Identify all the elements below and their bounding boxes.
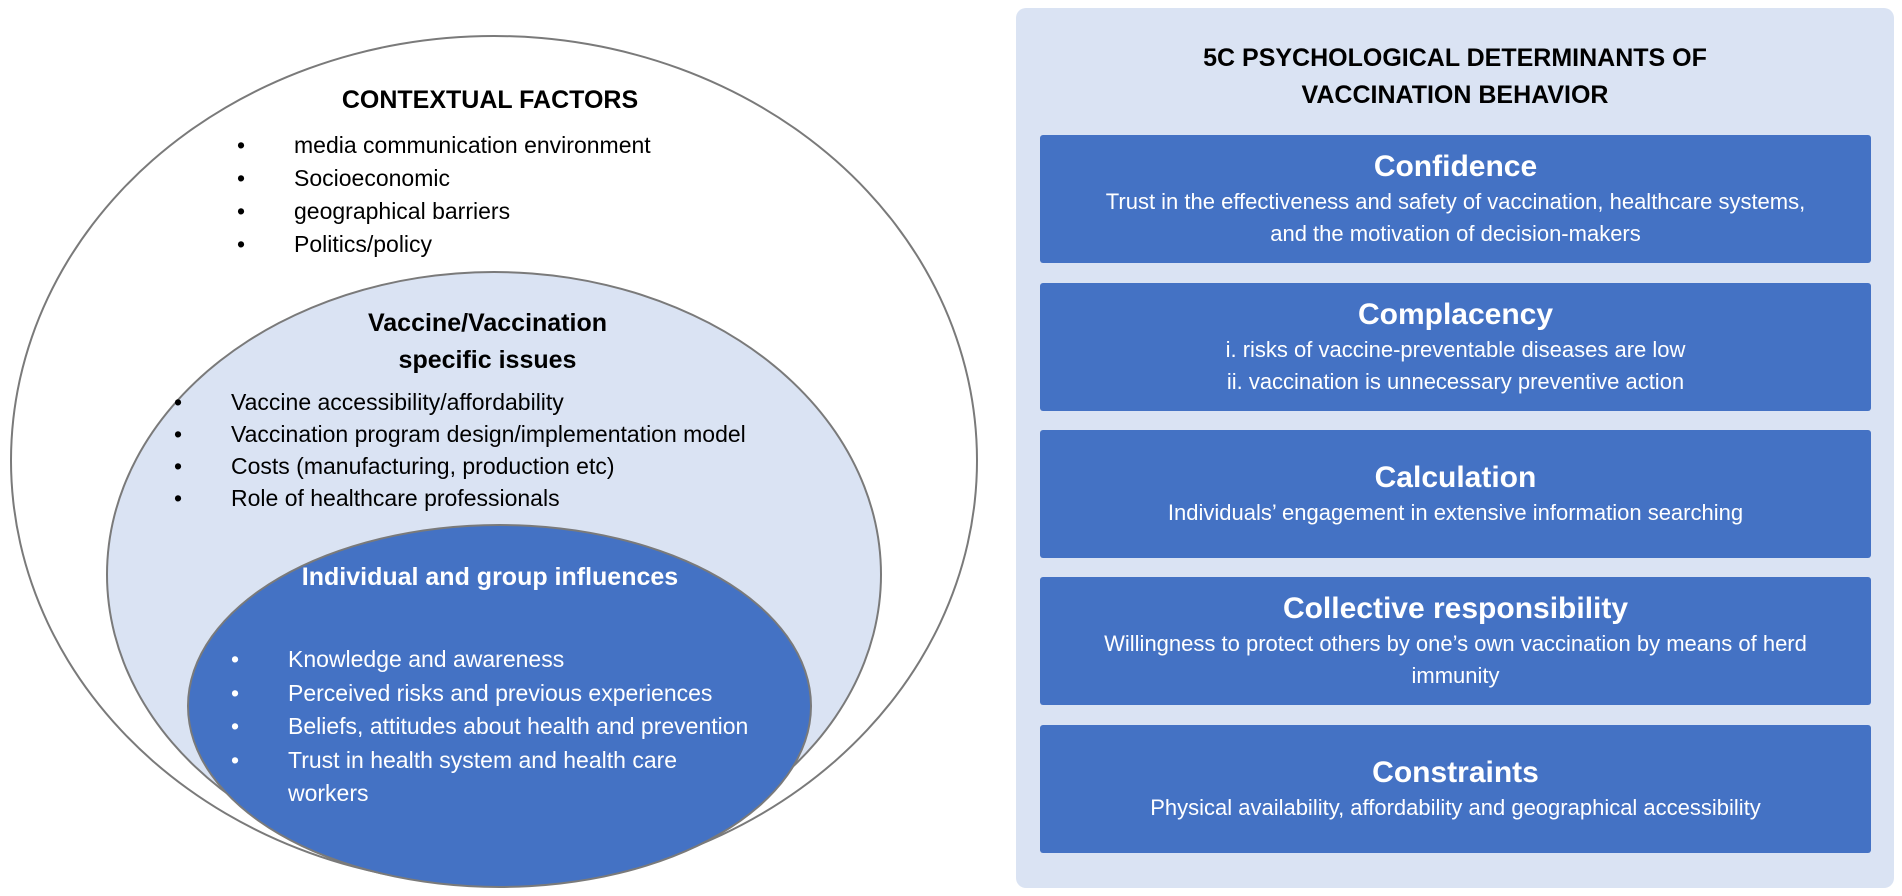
- contextual-factors-title: CONTEXTUAL FACTORS: [341, 86, 639, 114]
- card-description: i. risks of vaccine-preventable diseases…: [1226, 334, 1686, 398]
- list-item: Trust in health system and health care w…: [231, 744, 761, 811]
- card-line: immunity: [1411, 662, 1500, 688]
- constraints-card: Constraints Physical availability, affor…: [1040, 725, 1871, 853]
- list-item: Beliefs, attitudes about health and prev…: [231, 710, 761, 744]
- list-item: Perceived risks and previous experiences: [231, 677, 761, 711]
- card-line: and the motivation of decision-makers: [1270, 220, 1641, 246]
- determinants-panel: 5C PSYCHOLOGICAL DETERMINANTS OF VACCINA…: [1016, 8, 1894, 888]
- determinants-title: 5C PSYCHOLOGICAL DETERMINANTS OF VACCINA…: [1016, 40, 1894, 114]
- card-line: Individuals’ engagement in extensive inf…: [1167, 499, 1744, 525]
- list-item: Costs (manufacturing, production etc): [174, 450, 814, 482]
- card-title: Constraints: [1372, 755, 1539, 789]
- list-item: Vaccine accessibility/affordability: [174, 386, 814, 418]
- card-line: ii. vaccination is unnecessary preventiv…: [1226, 368, 1685, 394]
- card-line: Willingness to protect others by one’s o…: [1104, 630, 1807, 656]
- list-item: Knowledge and awareness: [231, 643, 761, 677]
- determinants-title-line2: VACCINATION BEHAVIOR: [1301, 81, 1609, 109]
- list-item: Socioeconomic: [237, 162, 837, 195]
- confidence-card: Confidence Trust in the effectiveness an…: [1040, 135, 1871, 263]
- calculation-card: Calculation Individuals’ engagement in e…: [1040, 430, 1871, 558]
- list-item: Vaccination program design/implementatio…: [174, 418, 814, 450]
- card-title: Confidence: [1373, 149, 1538, 183]
- vaccine-issues-title-line1: Vaccine/Vaccination: [367, 309, 607, 337]
- card-description: Physical availability, affordability and…: [1150, 792, 1761, 824]
- list-item: media communication environment: [237, 129, 837, 162]
- list-item: Role of healthcare professionals: [174, 482, 814, 514]
- list-item: geographical barriers: [237, 195, 837, 228]
- vaccine-issues-title-line2: specific issues: [398, 346, 577, 374]
- determinants-title-line1: 5C PSYCHOLOGICAL DETERMINANTS OF: [1203, 44, 1707, 72]
- card-description: Willingness to protect others by one’s o…: [1104, 628, 1807, 692]
- individual-influences-title: Individual and group influences: [301, 563, 679, 591]
- individual-influences-list: Knowledge and awareness Perceived risks …: [231, 643, 761, 811]
- card-title: Complacency: [1357, 297, 1554, 331]
- collective-responsibility-card: Collective responsibility Willingness to…: [1040, 577, 1871, 705]
- card-description: Trust in the effectiveness and safety of…: [1106, 186, 1805, 250]
- card-title: Calculation: [1374, 460, 1537, 494]
- card-line: Physical availability, affordability and…: [1150, 794, 1761, 820]
- contextual-factors-list: media communication environment Socioeco…: [237, 129, 837, 261]
- card-line: i. risks of vaccine-preventable diseases…: [1225, 336, 1686, 362]
- list-item: Politics/policy: [237, 228, 837, 261]
- vaccine-issues-title: Vaccine/Vaccination specific issues: [300, 305, 675, 379]
- vaccine-issues-list: Vaccine accessibility/affordability Vacc…: [174, 386, 814, 514]
- complacency-card: Complacency i. risks of vaccine-preventa…: [1040, 283, 1871, 411]
- card-description: Individuals’ engagement in extensive inf…: [1168, 497, 1743, 529]
- card-line: Trust in the effectiveness and safety of…: [1105, 188, 1806, 214]
- card-title: Collective responsibility: [1282, 591, 1629, 625]
